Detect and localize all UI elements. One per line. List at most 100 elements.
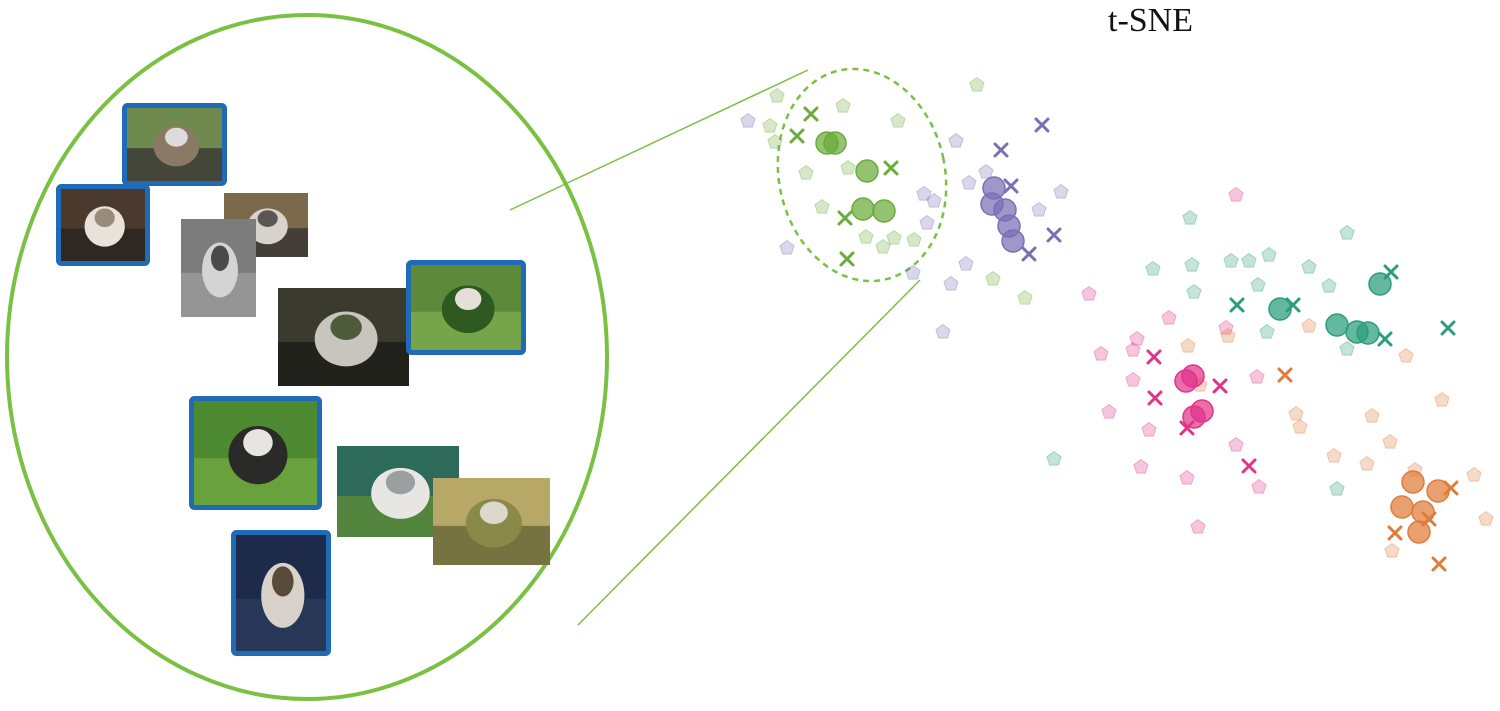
- scatter-circle-teal: [1368, 272, 1392, 296]
- scatter-pentagon-purple: [935, 323, 951, 339]
- scatter-pentagon-orange: [1288, 405, 1304, 421]
- scatter-pentagon-pink: [1125, 371, 1141, 387]
- dog-head-icon: [211, 245, 229, 271]
- scatter-circle-green: [823, 131, 847, 155]
- scatter-pentagon-teal: [1250, 276, 1266, 292]
- photo-husky-in-field: [433, 478, 550, 565]
- scatter-circle-teal: [1268, 297, 1292, 321]
- scatter-pentagon-purple: [919, 214, 935, 230]
- scatter-pentagon-teal: [1186, 283, 1202, 299]
- scatter-pentagon-purple: [926, 192, 942, 208]
- scatter-pentagon-orange: [1364, 407, 1380, 423]
- scatter-circle-purple: [1001, 229, 1025, 253]
- highlight-ellipse-dashed: [776, 67, 948, 283]
- scatter-pentagon-orange: [1466, 466, 1482, 482]
- scatter-pentagon-pink: [1179, 469, 1195, 485]
- scatter-pentagon-pink: [1141, 421, 1157, 437]
- scatter-pentagon-teal: [1182, 209, 1198, 225]
- scatter-pentagon-teal: [1261, 246, 1277, 262]
- scatter-cross-pink: [1212, 378, 1228, 394]
- dog-head-icon: [272, 566, 294, 597]
- scatter-pentagon-teal: [1241, 252, 1257, 268]
- photo-husky-tree: [122, 103, 227, 186]
- photo-husky-on-lawn-far: [406, 260, 526, 355]
- scatter-pentagon-green: [798, 164, 814, 180]
- scatter-pentagon-purple: [905, 264, 921, 280]
- connector-bottom: [577, 279, 921, 626]
- scatter-cross-orange: [1277, 367, 1293, 383]
- scatter-pentagon-purple: [1053, 183, 1069, 199]
- scatter-pentagon-green: [886, 229, 902, 245]
- photo-collage: [56, 103, 550, 656]
- scatter-pentagon-green: [858, 228, 874, 244]
- scatter-pentagon-pink: [1249, 368, 1265, 384]
- scatter-pentagon-teal: [1046, 450, 1062, 466]
- scatter-circle-orange: [1411, 500, 1435, 524]
- scatter-pentagon-green: [890, 112, 906, 128]
- photo-puppy-on-grass: [189, 396, 322, 510]
- scatter-pentagon-teal: [1145, 260, 1161, 276]
- scatter-pentagons: [740, 76, 1494, 558]
- scatter-pentagon-pink: [1190, 518, 1206, 534]
- scatter-circle-teal: [1325, 313, 1349, 337]
- scatter-pentagon-orange: [1326, 447, 1342, 463]
- scatter-pentagon-green: [875, 238, 891, 254]
- scatter-pentagon-green: [969, 76, 985, 92]
- scatter-cross-purple: [993, 142, 1009, 158]
- scatter-cross-pink: [1147, 390, 1163, 406]
- scatter-pentagon-purple: [943, 275, 959, 291]
- photo-highlight-border: [231, 530, 331, 656]
- scatter-pentagon-teal: [1301, 258, 1317, 274]
- scatter-pentagon-pink: [1129, 330, 1145, 346]
- scatter-circles: [815, 131, 1450, 544]
- scatter-pentagon-green: [1017, 289, 1033, 305]
- scatter-circle-pink: [1190, 399, 1214, 423]
- dog-head-icon: [479, 501, 508, 525]
- scatter-pentagon-pink: [1093, 345, 1109, 361]
- scatter-pentagon-purple: [779, 239, 795, 255]
- scatter-cross-orange: [1431, 556, 1447, 572]
- scatter-pentagon-teal: [1329, 480, 1345, 496]
- scatter-cross-green: [839, 251, 855, 267]
- scatter-pentagon-teal: [1339, 340, 1355, 356]
- scatter-pentagon-pink: [1161, 309, 1177, 325]
- connector-top: [509, 69, 809, 211]
- scatter-cross-teal: [1377, 331, 1393, 347]
- dog-head-icon: [385, 470, 416, 495]
- scatter-cross-pink: [1241, 458, 1257, 474]
- scatter-cross-teal: [1229, 297, 1245, 313]
- scatter-pentagon-pink: [1081, 285, 1097, 301]
- dog-head-icon: [330, 314, 362, 340]
- scatter-cross-purple: [1034, 117, 1050, 133]
- scatter-circle-teal: [1356, 321, 1380, 345]
- scatter-pentagon-pink: [1218, 319, 1234, 335]
- scatter-circle-green: [872, 199, 896, 223]
- scatter-pentagon-green: [985, 270, 1001, 286]
- scatter-circle-green: [855, 159, 879, 183]
- scatter-pentagon-orange: [1382, 433, 1398, 449]
- dog-head-icon: [94, 208, 115, 228]
- dog-head-icon: [243, 429, 273, 457]
- scatter-pentagon-orange: [1478, 510, 1494, 526]
- scatter-cross-purple: [1021, 246, 1037, 262]
- scatter-pentagon-teal: [1259, 323, 1275, 339]
- scatter-pentagon-purple: [961, 174, 977, 190]
- photo-husky-face-closeup: [56, 184, 150, 266]
- scatter-circle-orange: [1401, 470, 1425, 494]
- scatter-pentagon-orange: [1220, 327, 1236, 343]
- scatter-pentagon-pink: [1133, 458, 1149, 474]
- scatter-pentagon-green: [769, 87, 785, 103]
- photo-puppy-held: [231, 530, 331, 656]
- photo-husky-lying: [181, 219, 256, 317]
- zoom-connectors: [509, 69, 921, 626]
- scatter-pentagon-green: [767, 133, 783, 149]
- zoom-ellipse: [5, 13, 609, 701]
- scatter-cross-green: [803, 106, 819, 122]
- scatter-pentagon-teal: [1223, 252, 1239, 268]
- scatter-pentagon-purple: [1031, 201, 1047, 217]
- plot-title: t-SNE: [1108, 2, 1193, 39]
- scatter-pentagon-pink: [1251, 478, 1267, 494]
- scatter-pentagon-orange: [1398, 347, 1414, 363]
- scatter-cross-purple: [1046, 227, 1062, 243]
